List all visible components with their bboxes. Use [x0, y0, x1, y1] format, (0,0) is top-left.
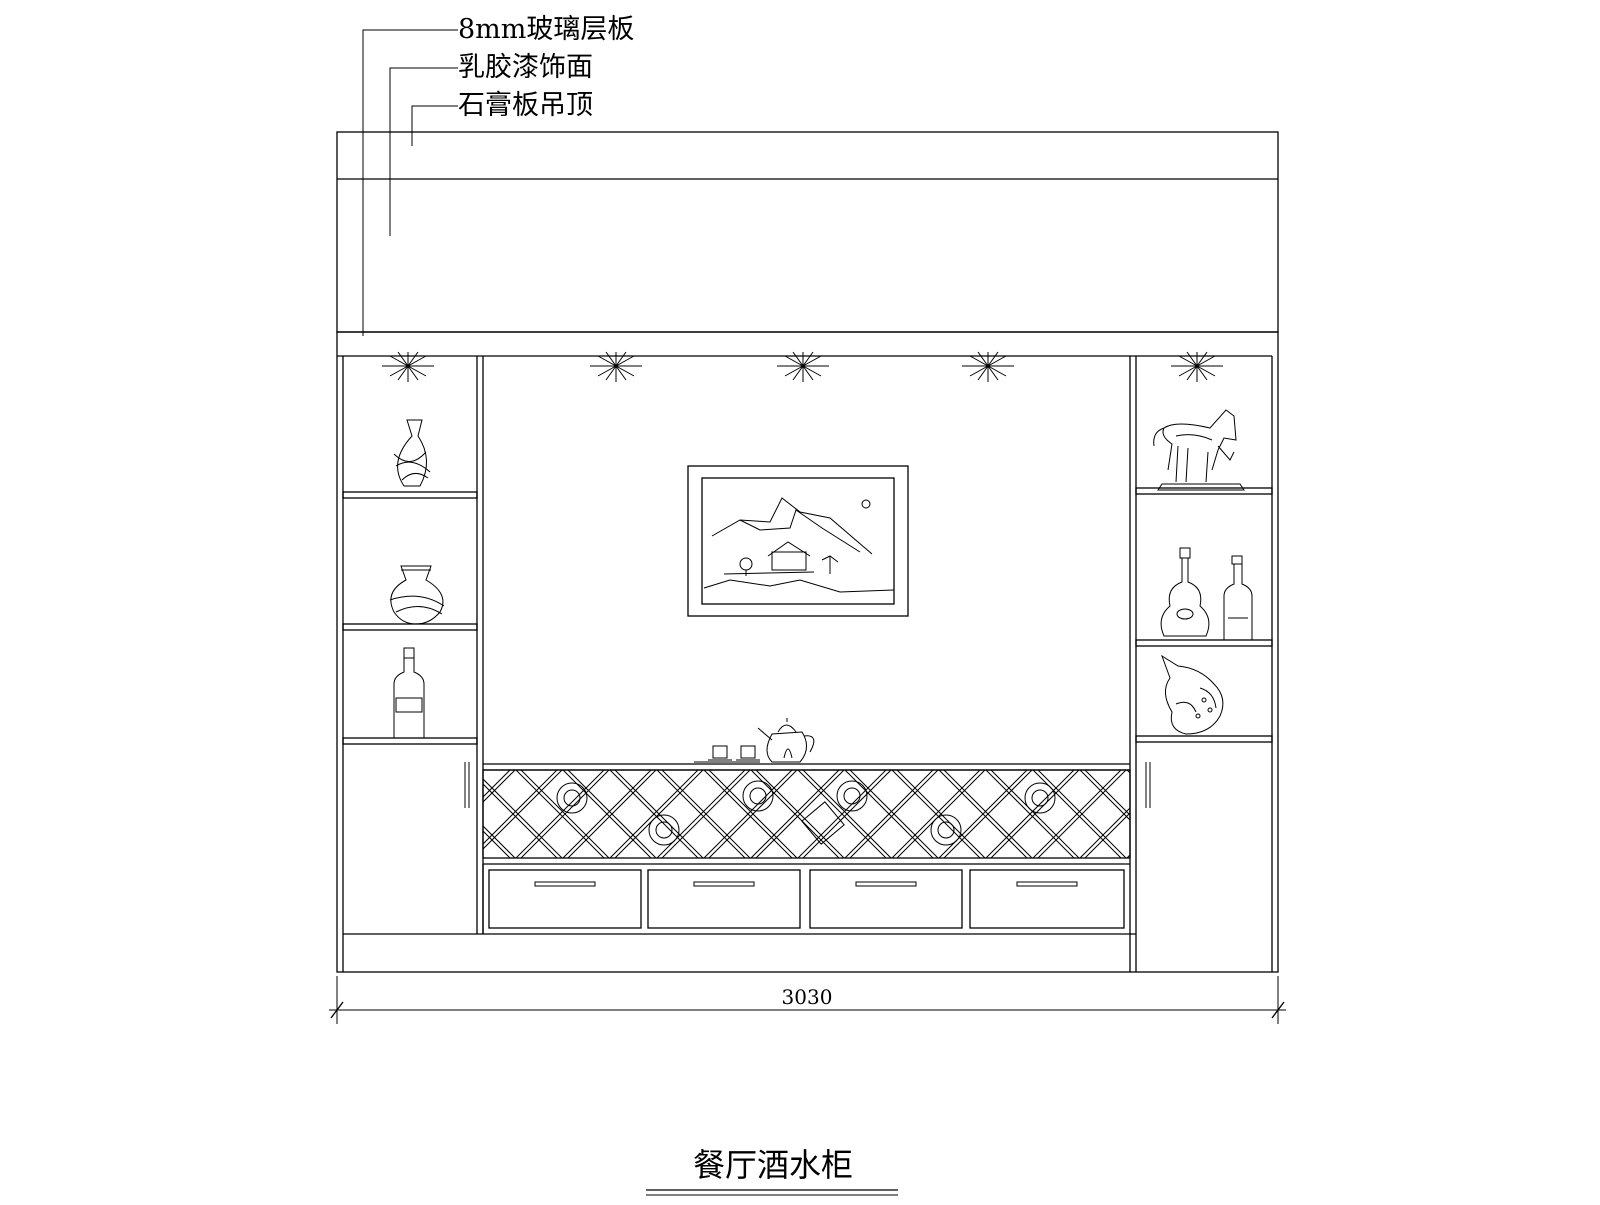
dimension-label: 3030 — [782, 985, 833, 1009]
right-glass-shelf-2 — [1135, 639, 1273, 647]
decanter-bottle-icon — [1160, 547, 1210, 637]
drawer-handle — [1016, 881, 1078, 887]
drawer-handle — [855, 881, 917, 887]
rack-accent — [801, 801, 845, 845]
countertop — [483, 761, 1130, 771]
right-glass-shelf-3 — [1135, 735, 1273, 743]
sun-icon — [861, 499, 871, 509]
bottle-label — [395, 697, 423, 713]
callout-gypsum-ceiling: 石膏板吊顶 — [458, 90, 593, 121]
right-glass-shelf-1 — [1135, 487, 1273, 495]
leader-latex-paint — [389, 67, 458, 236]
callout-glass-shelf: 8mm玻璃层板 — [458, 14, 634, 45]
downlight-icon — [1171, 351, 1223, 382]
downlight-icon — [962, 351, 1014, 382]
mountain-ridge — [711, 497, 873, 555]
wine-bottle-icon — [393, 647, 425, 739]
vase-tall-icon — [393, 419, 431, 487]
left-glass-shelf-2 — [342, 623, 478, 631]
leader-gypsum-ceiling — [411, 105, 458, 146]
wine-bottle-end-icon — [1024, 782, 1056, 814]
downlight-icon — [590, 351, 642, 382]
drawing-title-block: 餐厅酒水柜 — [646, 1146, 898, 1196]
drawer-front — [969, 869, 1125, 929]
cabinet-outline — [336, 331, 1279, 973]
vase-round-icon — [389, 565, 445, 625]
drawing-title: 餐厅酒水柜 — [693, 1146, 853, 1184]
wine-rack — [482, 769, 1131, 865]
drawer-front — [809, 869, 963, 929]
callout-group: 8mm玻璃层板 乳胶漆饰面 石膏板吊顶 — [362, 14, 634, 336]
wine-bottle-end-icon — [930, 814, 962, 846]
left-glass-shelf-1 — [342, 491, 478, 499]
wine-bottle-end-icon — [742, 780, 774, 812]
house-icon — [771, 551, 807, 571]
right-tower — [1129, 356, 1273, 972]
downlight-row — [382, 351, 1223, 382]
overall-dimension: 3030 — [329, 976, 1286, 1024]
wine-bottle-ends — [556, 780, 1056, 846]
wine-bottle-end-icon — [836, 780, 868, 812]
left-glass-shelf-3 — [342, 737, 478, 745]
drawer-handle — [534, 881, 596, 887]
drawer-row — [482, 864, 1125, 934]
drawer-front — [647, 869, 801, 929]
downlight-icon — [382, 351, 434, 382]
leader-glass-shelf — [362, 29, 458, 336]
framed-picture — [687, 465, 909, 617]
drawer-front — [488, 869, 642, 929]
spirit-bottle-icon — [1223, 555, 1253, 641]
drawer-handle — [693, 881, 755, 887]
wine-rack-lattice — [483, 770, 1130, 858]
wine-bottle-end-icon — [648, 814, 680, 846]
callout-latex-paint: 乳胶漆饰面 — [458, 52, 593, 83]
ceramic-ewer-icon — [1161, 654, 1224, 735]
horse-statue-icon — [1153, 409, 1245, 491]
downlight-icon — [777, 351, 829, 382]
tea-set-icon — [708, 718, 815, 763]
ceiling-soffit — [336, 131, 1279, 333]
wine-bottle-end-icon — [556, 782, 588, 814]
lattice-lines — [483, 770, 1130, 858]
